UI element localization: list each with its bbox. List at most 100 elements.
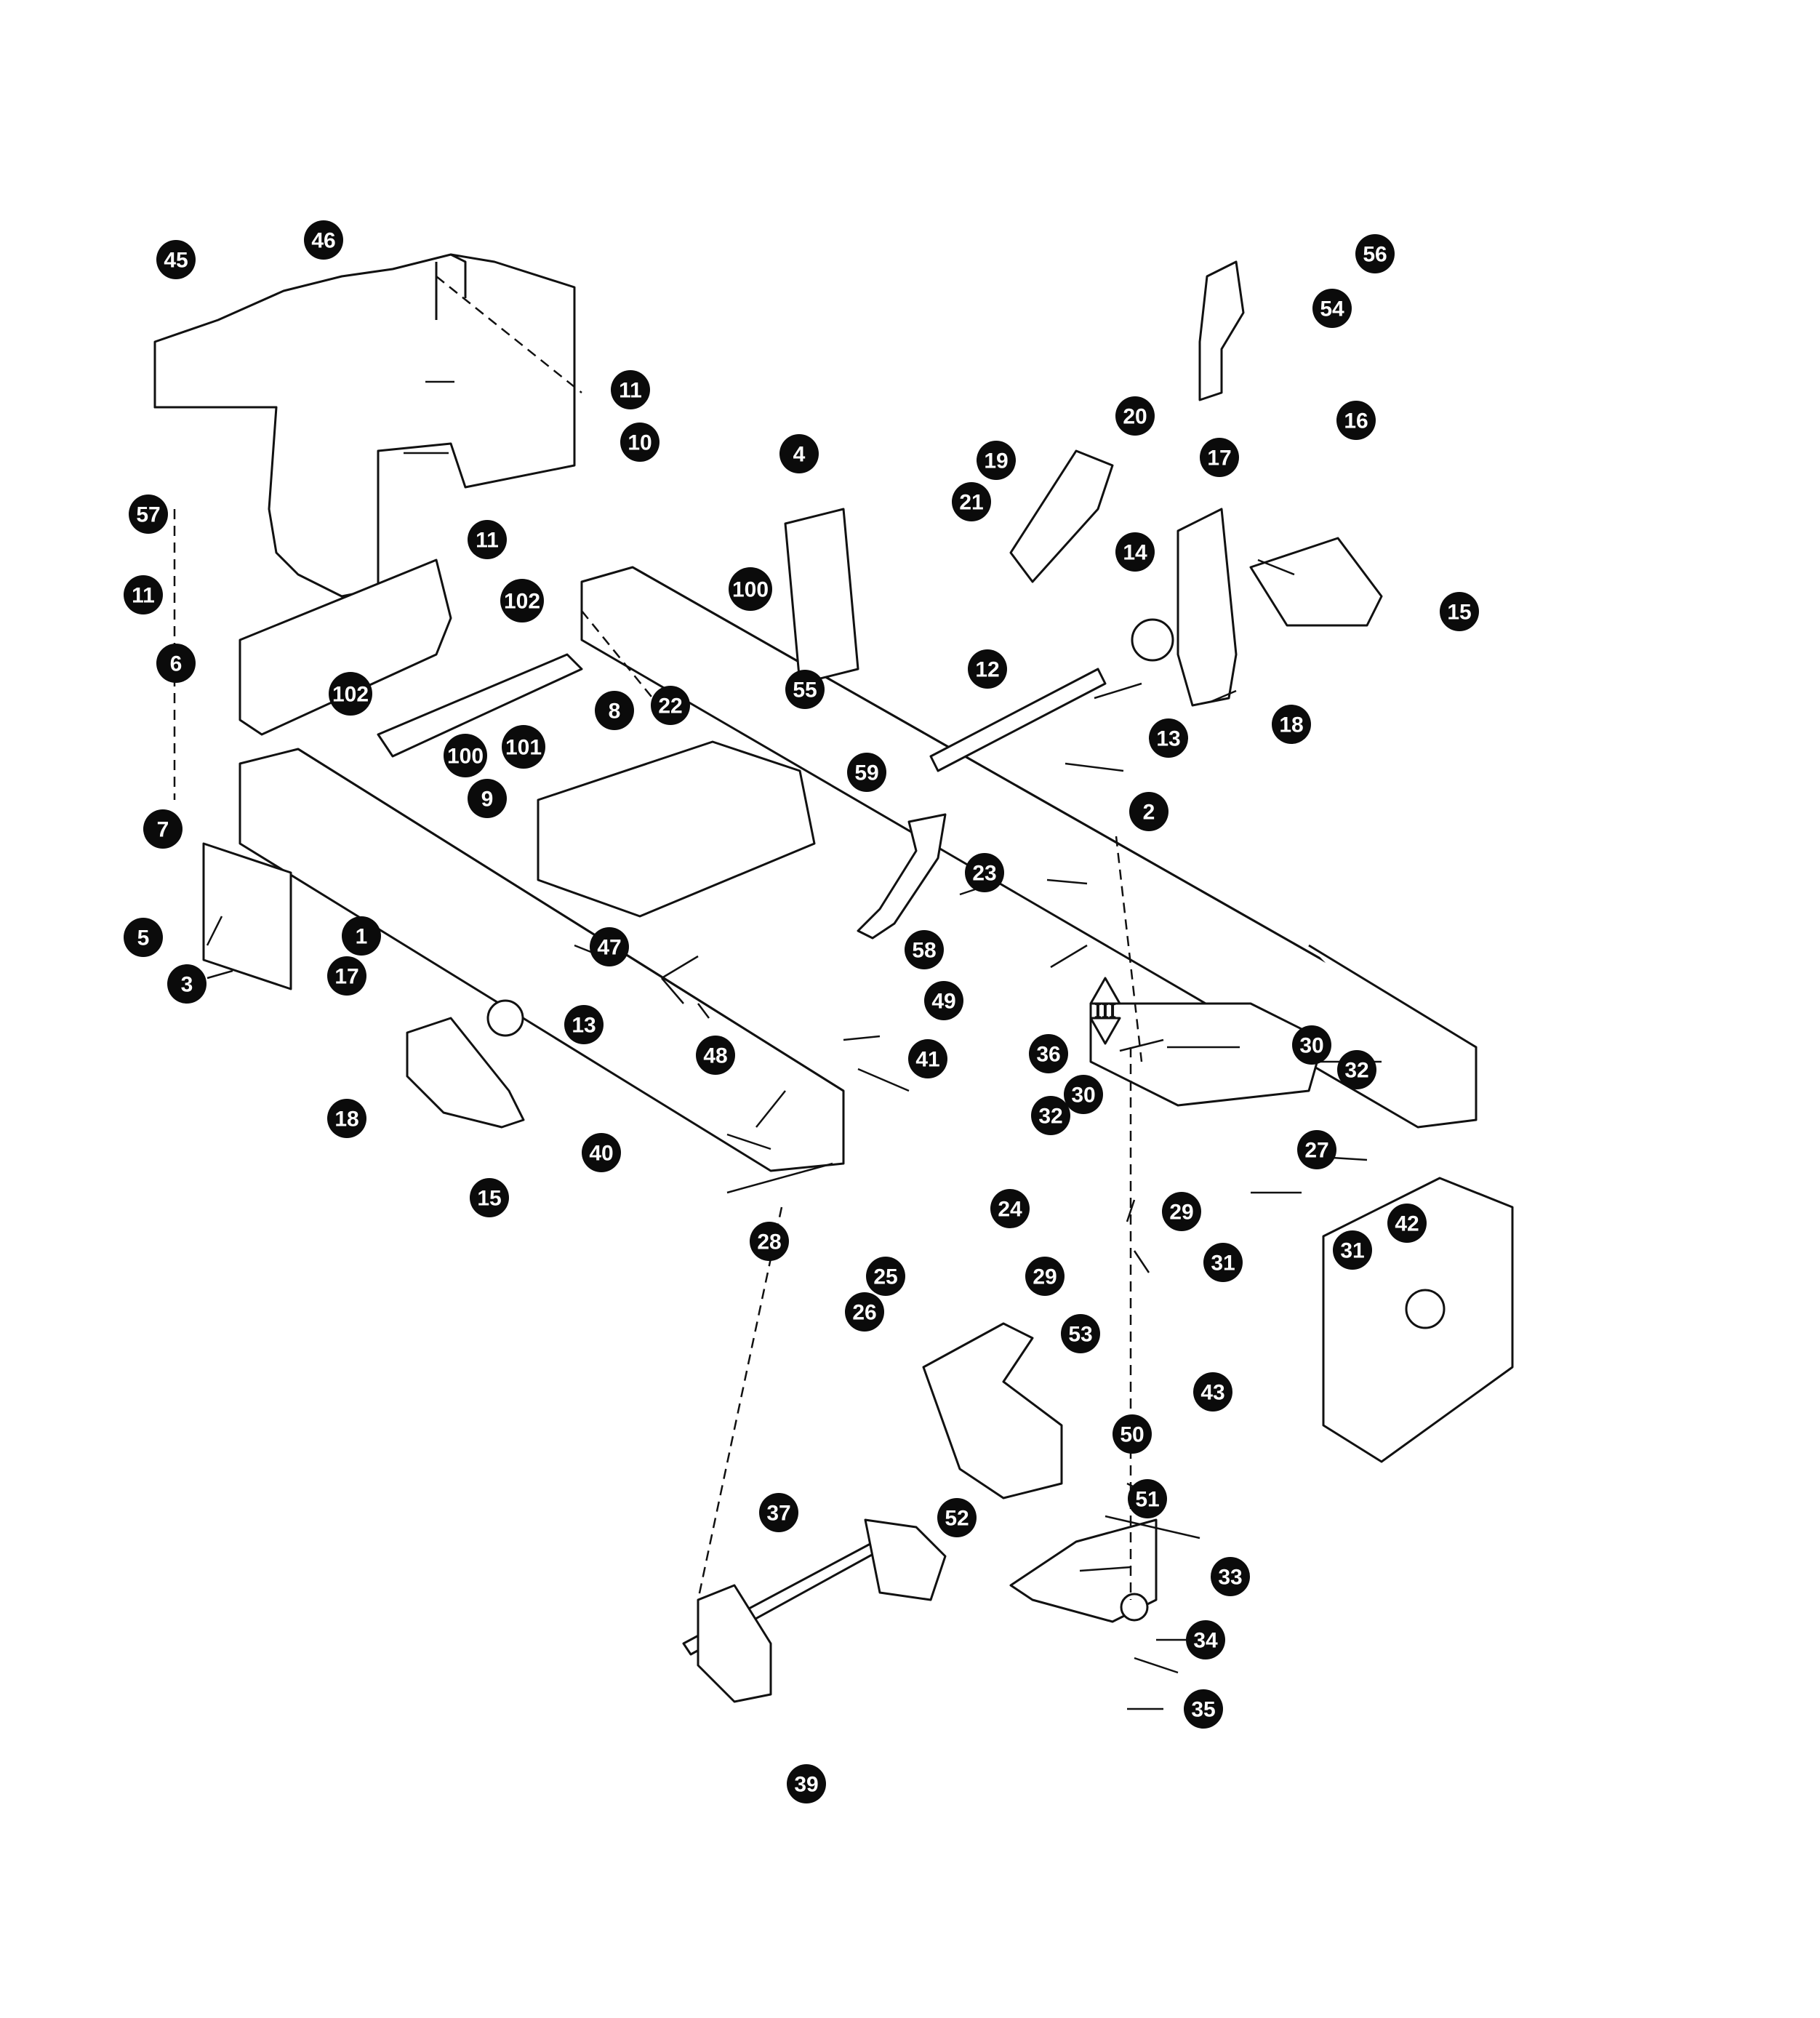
callout-c8: 8: [595, 691, 634, 730]
callout-badge: [1203, 1243, 1243, 1282]
callout-badge: [329, 672, 372, 716]
callout-badge: [787, 1764, 826, 1803]
callout-number: 34: [1193, 1629, 1218, 1653]
callout-number: 37: [766, 1502, 790, 1526]
callout-number: 29: [1169, 1201, 1193, 1225]
callout-c54: 54: [1312, 289, 1352, 328]
callout-c35: 35: [1184, 1689, 1223, 1729]
callout-c36: 36: [1029, 1034, 1068, 1073]
callout-number: 51: [1135, 1488, 1159, 1512]
callout-c7: 7: [143, 809, 183, 849]
callout-c11c: 11: [124, 575, 163, 614]
callout-badge: [1440, 592, 1479, 631]
callout-number: 11: [476, 529, 499, 553]
callout-badge: [1211, 1557, 1250, 1596]
callout-c13b: 13: [564, 1005, 604, 1044]
callout-badge: [564, 1005, 604, 1044]
callout-number: 47: [597, 936, 621, 960]
callout-badge: [952, 482, 991, 521]
callout-number: 18: [1279, 713, 1303, 737]
callout-number: 2: [1143, 801, 1155, 825]
callout-number: 55: [793, 678, 817, 702]
callout-badge: [500, 579, 544, 622]
callout-badge: [1337, 1050, 1376, 1089]
callout-badge: [327, 956, 366, 996]
callout-c1: 1: [342, 916, 381, 956]
callout-badge: [1162, 1192, 1201, 1231]
callout-c102b: 102: [329, 672, 372, 716]
callout-badge: [847, 753, 886, 792]
callout-badge: [129, 495, 168, 534]
callout-c17b: 17: [327, 956, 366, 996]
callout-number: 8: [609, 700, 621, 724]
callout-number: 23: [972, 862, 996, 886]
callout-number: 50: [1120, 1423, 1144, 1447]
callout-badge: [1297, 1130, 1336, 1169]
callout-c101: 101: [502, 725, 545, 769]
callout-number: 26: [852, 1301, 876, 1325]
callout-badge: [905, 930, 944, 969]
callout-number: 29: [1033, 1265, 1057, 1289]
callout-c15b: 15: [470, 1178, 509, 1217]
callout-c47: 47: [590, 927, 629, 966]
callout-badge: [696, 1036, 735, 1075]
callout-badge: [990, 1189, 1030, 1228]
callout-number: 30: [1299, 1034, 1323, 1058]
callout-c57: 57: [129, 495, 168, 534]
callout-number: 43: [1200, 1381, 1224, 1405]
callout-number: 1: [356, 925, 368, 949]
callout-badge: [444, 734, 487, 777]
callout-badge: [143, 809, 183, 849]
callout-number: 42: [1395, 1212, 1419, 1236]
callout-number: 32: [1344, 1059, 1368, 1083]
callout-c33: 33: [1211, 1557, 1250, 1596]
callout-number: 32: [1038, 1105, 1062, 1129]
callout-c14: 14: [1115, 532, 1155, 572]
callout-number: 39: [794, 1773, 818, 1797]
view-marker: III: [1089, 977, 1121, 1045]
callout-number: 15: [1447, 601, 1471, 625]
callout-badge: [167, 964, 207, 1004]
callout-number: 45: [164, 249, 188, 273]
callout-c32a: 32: [1337, 1050, 1376, 1089]
callout-c11b: 11: [468, 520, 507, 559]
callout-c21: 21: [952, 482, 991, 521]
callout-c102a: 102: [500, 579, 544, 622]
callout-c4: 4: [779, 434, 819, 473]
callout-badge: [582, 1133, 621, 1172]
callout-badge: [1186, 1620, 1225, 1659]
callout-badge: [924, 981, 963, 1020]
callout-badge: [1184, 1689, 1223, 1729]
callout-badge: [124, 575, 163, 614]
callout-c46: 46: [304, 220, 343, 260]
callout-badge: [1336, 401, 1376, 440]
callout-number: 3: [181, 973, 193, 997]
callout-badge: [1061, 1314, 1100, 1353]
callout-c25: 25: [866, 1257, 905, 1296]
callout-number: 21: [959, 491, 983, 515]
callout-badge: [965, 853, 1004, 892]
callout-c12: 12: [968, 649, 1007, 689]
callout-c6: 6: [156, 644, 196, 683]
callout-number: 54: [1320, 297, 1344, 321]
callout-badge: [1025, 1257, 1065, 1296]
callout-c9: 9: [468, 779, 507, 818]
callout-c31a: 31: [1203, 1243, 1243, 1282]
callout-group: 1234567891011111112131314151516171718181…: [124, 220, 1479, 1803]
callout-number: 5: [137, 926, 150, 950]
callout-number: 18: [334, 1108, 358, 1132]
callout-badge: [1355, 234, 1395, 273]
callout-number: 31: [1211, 1252, 1235, 1276]
callout-badge: [468, 779, 507, 818]
callout-number: 102: [332, 683, 369, 707]
callout-number: 40: [589, 1142, 613, 1166]
callout-number: 58: [912, 939, 936, 963]
callout-number: 13: [572, 1014, 596, 1038]
callout-c52: 52: [937, 1498, 977, 1537]
callout-c50: 50: [1113, 1414, 1152, 1454]
callout-c13a: 13: [1149, 718, 1188, 758]
callout-c22: 22: [651, 686, 690, 725]
callout-number: 52: [945, 1507, 969, 1531]
callout-number: 102: [504, 590, 540, 614]
